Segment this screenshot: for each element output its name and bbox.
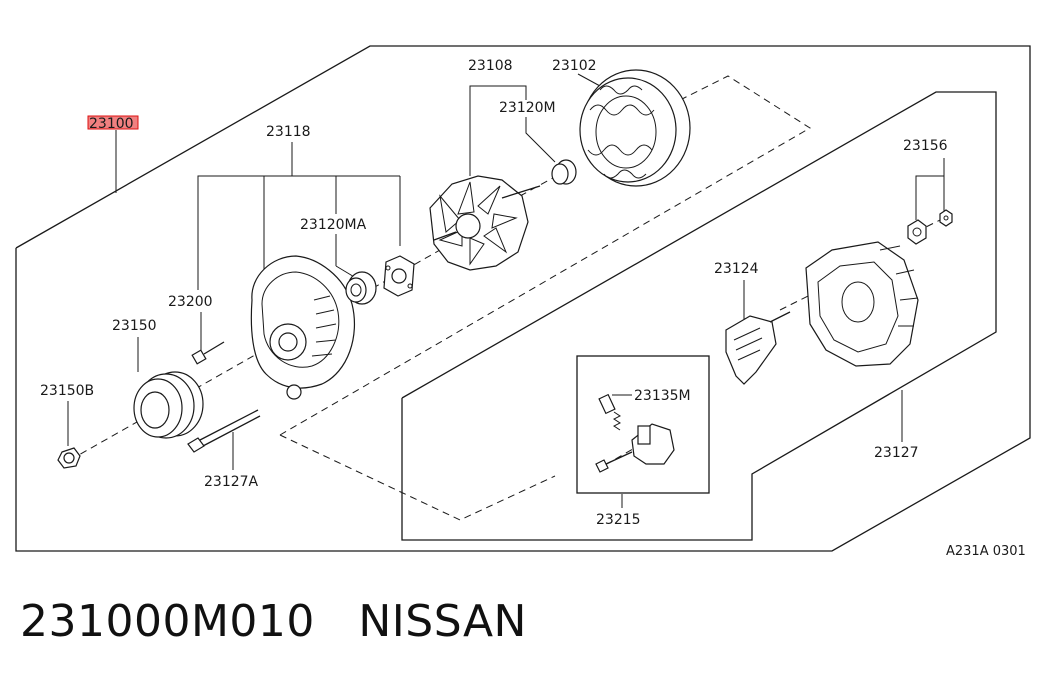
leader-23156-b: [915, 175, 944, 220]
label-23200[interactable]: 23200: [168, 294, 213, 310]
part-caption: 231000M010 NISSAN: [20, 596, 527, 647]
axis-line-rear: [779, 284, 831, 311]
assembly-highlight: [87, 115, 139, 130]
outer-frame: [15, 45, 1031, 552]
label-23124[interactable]: 23124: [714, 261, 759, 277]
label-23150b[interactable]: 23150B: [40, 383, 94, 399]
retainer-plate-part[interactable]: [383, 255, 415, 297]
front-bearing-part[interactable]: [551, 159, 577, 185]
brand-name: NISSAN: [358, 596, 527, 647]
leader-23102: [577, 73, 601, 87]
ref-code: A231A 0301: [946, 544, 1026, 559]
label-23156[interactable]: 23156: [903, 138, 948, 154]
dashed-envelope-bottom: [279, 434, 556, 521]
part-number: 231000M010: [20, 596, 315, 647]
rear-bearing-part[interactable]: [345, 271, 377, 305]
brush-holder-part[interactable]: [595, 423, 675, 473]
axis-line-main: [69, 249, 441, 461]
dashed-envelope-top: [279, 75, 811, 436]
rear-housing-part[interactable]: [250, 255, 356, 400]
front-case-part[interactable]: [805, 241, 919, 367]
label-23215[interactable]: 23215: [596, 512, 641, 528]
rotor-part[interactable]: [429, 175, 541, 271]
long-bolt-part[interactable]: [187, 409, 261, 453]
label-23120ma[interactable]: 23120MA: [300, 217, 367, 233]
label-23102[interactable]: 23102: [552, 58, 597, 74]
label-23127[interactable]: 23127: [874, 445, 919, 461]
label-23100[interactable]: 23100: [89, 116, 134, 132]
label-23127a[interactable]: 23127A: [204, 474, 259, 490]
brush-part[interactable]: [598, 393, 621, 431]
label-23135m[interactable]: 23135M: [634, 388, 691, 404]
leader-23108: [469, 85, 527, 176]
stator-part[interactable]: [579, 69, 691, 187]
through-bolt-part[interactable]: [191, 341, 225, 365]
pulley-nut-part[interactable]: [57, 447, 81, 469]
pulley-part[interactable]: [133, 371, 204, 439]
leader-23120m: [525, 117, 556, 163]
label-23150[interactable]: 23150: [112, 318, 157, 334]
regulator-part[interactable]: [725, 311, 791, 385]
label-23118[interactable]: 23118: [266, 124, 311, 140]
label-23108[interactable]: 23108: [468, 58, 513, 74]
terminal-nut-part[interactable]: [907, 209, 953, 245]
brush-holder-box: [576, 355, 710, 494]
inner-frame: [401, 91, 997, 541]
label-23120m[interactable]: 23120M: [499, 100, 556, 116]
